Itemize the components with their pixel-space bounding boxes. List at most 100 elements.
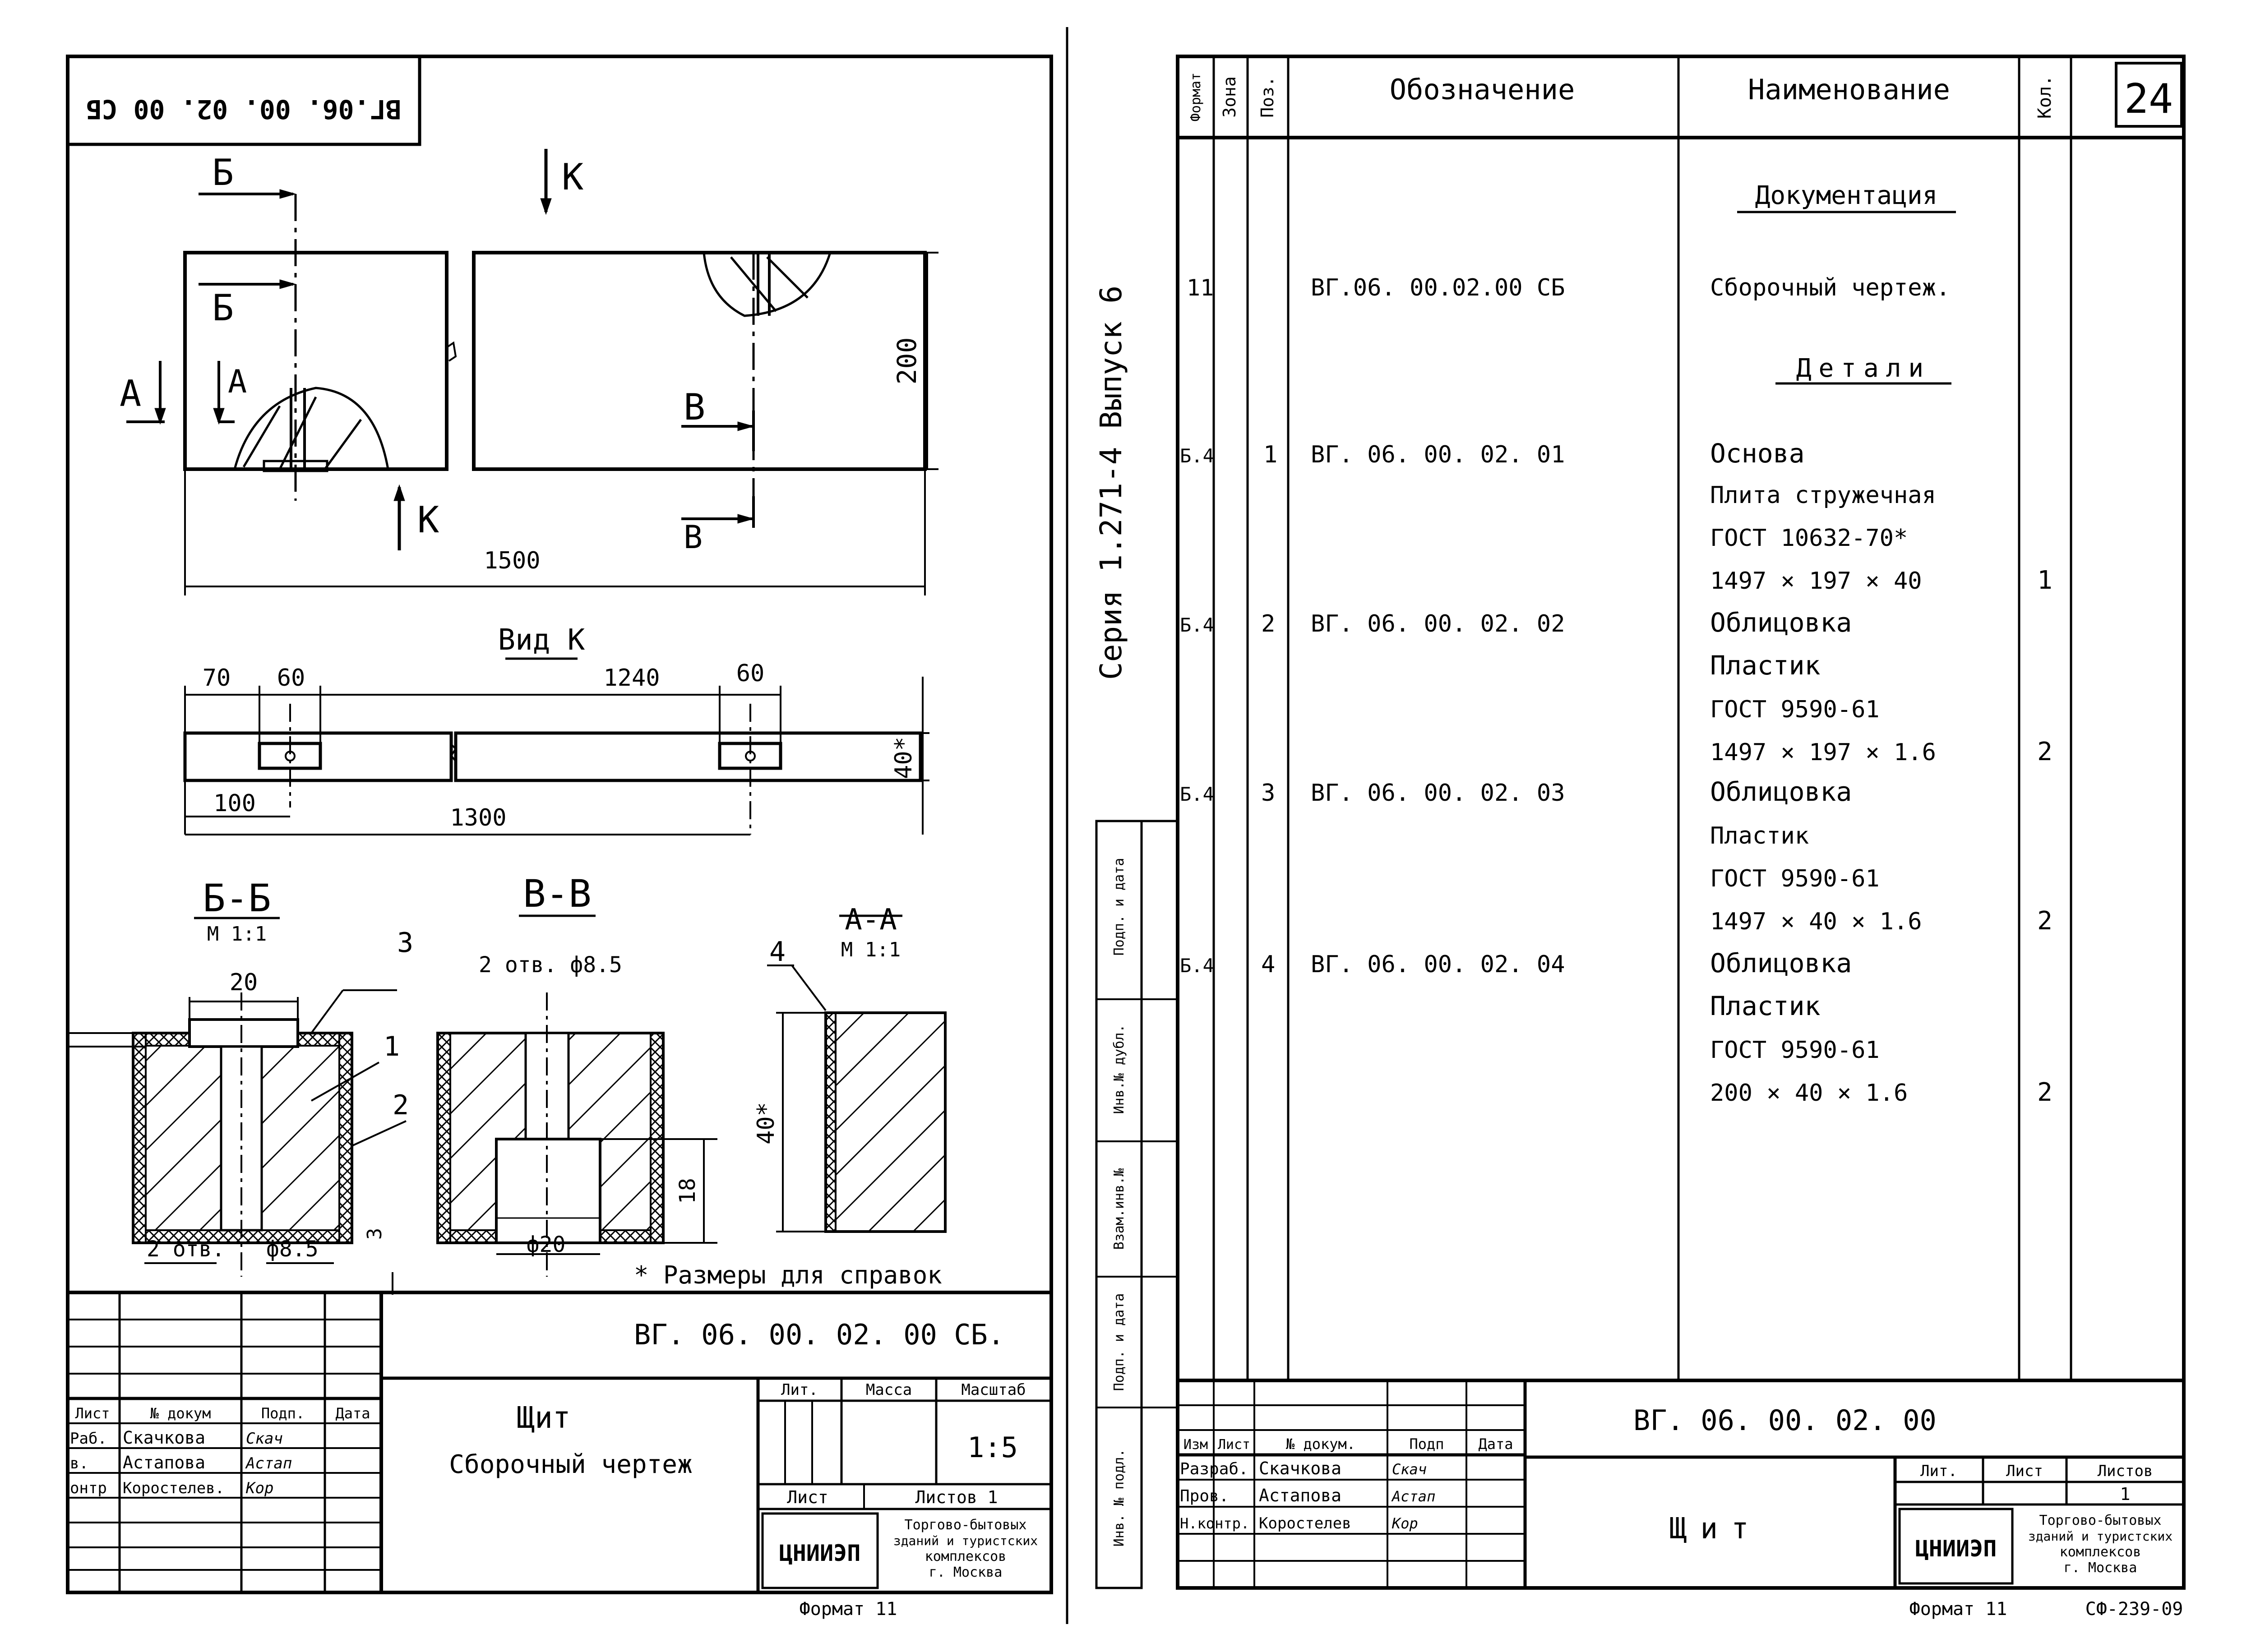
left-format: Формат 11 [800,1599,897,1620]
row-fmt: 11 [1187,275,1214,301]
left-tb-role-2: онтр [70,1479,107,1497]
row-name: 1497 × 40 × 1.6 [1710,908,1922,935]
left-tb-hdr-doc: № докум [150,1405,211,1422]
right-org-0: Торгово-бытовых [2039,1513,2162,1528]
row-name: Облицовка [1710,607,1852,638]
left-tb-name-0: Скачкова [123,1428,205,1448]
row-pos: 1 [1263,441,1277,468]
left-tb-name-2: Коростелев. [123,1479,224,1497]
right-org-1: зданий и туристских [2028,1529,2173,1544]
left-texts: ВГ.06. 00. 02. 00 СБ Б Б К К А А В В 200… [70,94,1038,1620]
row-name: ГОСТ 9590-61 [1710,696,1880,723]
dim-1240: 1240 [603,664,660,692]
callout-4: 4 [769,936,786,968]
view-k-left [183,731,453,782]
label-k1: К [562,156,583,198]
row-name: ГОСТ 9590-61 [1710,865,1880,892]
row-name: ГОСТ 10632-70* [1710,525,1908,552]
section-docs: Документация [1755,181,1938,210]
view-k-right [454,731,922,782]
left-tb-role-0: Раб. [70,1430,107,1448]
right-tb-name: Щит [1669,1512,1762,1546]
left-tb-scale: 1:5 [967,1431,1018,1464]
view-k-title: Вид К [498,623,585,657]
left-tb-role-1: в. [70,1454,88,1472]
holes-b: 2 отв. ф8.5 [479,952,622,978]
section-bb-scale: М 1:1 [207,923,267,946]
hdr-zone: Зона [1220,76,1239,118]
series-label: Серия 1.271-4 Выпуск 6 [1094,286,1128,680]
left-tb-sign-1: Астап [245,1454,292,1472]
right-tb-name-1: Астапова [1259,1486,1341,1505]
phi-20: ф20 [527,1232,566,1257]
right-tb-role-0: Разраб. [1180,1460,1248,1478]
right-tb-name-0: Скачкова [1259,1458,1341,1478]
right-tb-code: ВГ. 06. 00. 02. 00 [1633,1404,1937,1437]
label-b2: Б [212,287,234,329]
right-tb-sheets: Листов [2098,1462,2153,1480]
dim-1300: 1300 [450,804,506,831]
right-org-2: комплексов [2060,1544,2141,1560]
row-name: Пластик [1710,822,1809,849]
row-name: Сборочный чертеж. [1710,274,1950,301]
left-tb-name-1: Астапова [123,1453,205,1472]
section-aa-scale: М 1:1 [841,938,901,961]
left-tb-hdr-sign: Подп. [261,1405,305,1422]
label-v2: В [684,519,703,556]
right-tb-sheet: Лист [2006,1462,2043,1480]
page-number: 24 [2124,75,2173,123]
row-name: 200 × 40 × 1.6 [1710,1080,1908,1107]
right-tb-sheets-count: 1 [2120,1484,2131,1504]
left-tb-sign-2: Кор [245,1479,273,1497]
row-des: ВГ. 06. 00. 02. 02 [1311,610,1565,637]
left-tb-mass: Масса [866,1381,912,1399]
hdr-qty: Кол. [2034,75,2055,119]
label-a2: А [228,363,247,400]
right-tb-hdr-date: Дата [1478,1435,1513,1453]
right-tb-role-2: Н.контр. [1180,1515,1249,1532]
left-tb-hdr-date: Дата [335,1405,370,1422]
main-view-left-panel [183,251,448,471]
right-tb-lit: Лит. [1920,1462,1957,1480]
row-name: Основа [1710,438,1805,469]
left-tb-sign-0: Скач [246,1430,283,1448]
right-format: Формат 11 [1909,1599,2007,1620]
row-name: ГОСТ 9590-61 [1710,1037,1880,1064]
right-tb-hdr-sign: Подп [1409,1435,1444,1453]
right-tb-sign-2: Кор [1392,1515,1418,1532]
side-label-3: Подп. и дата [1111,1293,1127,1391]
row-name: 1497 × 197 × 40 [1710,568,1922,595]
stamp-code: ВГ.06. 00. 02. 00 СБ [86,94,401,125]
left-tb-doctype: Сборочный чертеж [449,1450,692,1479]
left-org-2: комплексов [925,1549,1007,1564]
left-tb-lit: Лит. [781,1381,818,1399]
row-pos: 2 [1261,610,1275,637]
section-aa-title: А-А [845,903,897,937]
label-v1: В [684,386,705,428]
hdr-name: Наименование [1748,73,1950,106]
left-org-1: зданий и туристских [893,1533,1038,1548]
right-tb-name-2: Коростелев [1259,1514,1351,1532]
phi-85: ф8.5 [266,1237,319,1262]
row-name: Облицовка [1710,776,1852,807]
right-texts: Формат Зона Поз. Обозначение Наименовани… [1094,73,2183,1620]
section-vv-title: В-В [523,872,592,916]
row-fmt: Б.4 [1180,783,1214,805]
row-qty: 2 [2037,906,2053,936]
row-pos: 3 [1261,780,1275,807]
right-tb-hdr-doc: № докум. [1286,1435,1355,1453]
dim-18: 18 [675,1178,700,1204]
dim-3: 3 [363,1228,386,1240]
label-a1: А [120,373,141,415]
row-name: Плита стружечная [1710,482,1936,509]
left-org-0: Торгово-бытовых [905,1517,1027,1533]
left-sheet [66,55,1053,1594]
section-bb-title: Б-Б [203,876,271,920]
dim-100: 100 [213,790,256,817]
right-tb-sign-1: Астап [1391,1488,1435,1505]
row-des: ВГ. 06. 00. 02. 01 [1311,441,1565,468]
row-name: 1497 × 197 × 1.6 [1710,739,1936,766]
right-org-3: г. Москва [2064,1560,2137,1576]
holes-a: 2 отв. [147,1237,225,1262]
right-tb-sign-0: Скач [1392,1461,1427,1478]
